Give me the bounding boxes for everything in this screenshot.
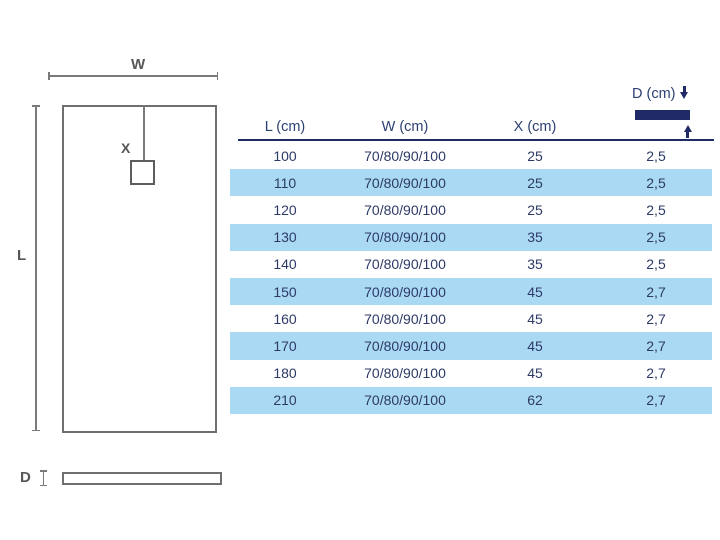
cell-length: 140 <box>273 256 297 273</box>
table-row: 150 70/80/90/100 45 2,7 <box>230 277 712 306</box>
cell-drain-offset: 25 <box>527 147 543 164</box>
cell-depth: 2,5 <box>646 229 666 246</box>
drain-square <box>130 160 155 185</box>
drain-offset-line <box>143 105 145 173</box>
width-dim-line <box>48 71 218 80</box>
cell-width: 70/80/90/100 <box>364 337 446 354</box>
arrow-up-icon <box>683 125 692 138</box>
cell-drain-offset: 25 <box>527 201 543 218</box>
cell-width: 70/80/90/100 <box>364 310 446 327</box>
cell-depth: 2,5 <box>646 201 666 218</box>
cell-drain-offset: 25 <box>527 174 543 191</box>
dim-tick <box>216 71 218 80</box>
cell-drain-offset: 45 <box>527 310 543 327</box>
cell-depth: 2,7 <box>646 310 666 327</box>
dim-tick <box>31 429 40 431</box>
cell-length: 120 <box>273 201 297 218</box>
cell-width: 70/80/90/100 <box>364 174 446 191</box>
tray-side-view-rect <box>62 472 222 485</box>
cell-drain-offset: 62 <box>527 392 543 409</box>
table-row: 170 70/80/90/100 45 2,7 <box>230 332 712 360</box>
width-dim-label: W <box>131 56 146 73</box>
header-depth: D (cm) <box>632 86 689 102</box>
table-row: 180 70/80/90/100 45 2,7 <box>230 359 712 387</box>
header-length: L (cm) <box>264 119 306 135</box>
table-row: 210 70/80/90/100 62 2,7 <box>230 386 712 414</box>
dim-tick <box>31 105 40 107</box>
cell-depth: 2,7 <box>646 392 666 409</box>
cell-width: 70/80/90/100 <box>364 365 446 382</box>
cell-depth: 2,7 <box>646 365 666 382</box>
cell-width: 70/80/90/100 <box>364 256 446 273</box>
table-row: 110 70/80/90/100 25 2,5 <box>230 169 712 197</box>
cell-length: 160 <box>273 310 297 327</box>
header-depth-label: D (cm) <box>632 86 676 102</box>
cell-depth: 2,5 <box>646 256 666 273</box>
header-depth-spacer <box>600 135 712 138</box>
cell-length: 210 <box>273 392 297 409</box>
cell-length: 150 <box>273 283 297 300</box>
table-row: 100 70/80/90/100 25 2,5 <box>230 142 712 170</box>
size-table: L (cm) W (cm) X (cm) D (cm) 100 70/80/90/… <box>230 0 714 540</box>
header-width: W (cm) <box>381 119 429 135</box>
cell-width: 70/80/90/100 <box>364 392 446 409</box>
cell-width: 70/80/90/100 <box>364 283 446 300</box>
cell-width: 70/80/90/100 <box>364 147 446 164</box>
cell-width: 70/80/90/100 <box>364 229 446 246</box>
cell-width: 70/80/90/100 <box>364 201 446 218</box>
header-underline <box>238 139 714 141</box>
cell-depth: 2,5 <box>646 174 666 191</box>
dim-tick <box>48 71 50 80</box>
table-row: 130 70/80/90/100 35 2,5 <box>230 223 712 251</box>
size-table-body: 100 70/80/90/100 25 2,5 110 70/80/90/100 25 2,5… <box>230 142 712 414</box>
cell-drain-offset: 45 <box>527 365 543 382</box>
cell-drain-offset: 35 <box>527 229 543 246</box>
depth-dim-tick <box>40 470 47 486</box>
arrow-down-icon <box>680 86 689 99</box>
cell-drain-offset: 45 <box>527 337 543 354</box>
header-drain-offset: X (cm) <box>513 119 557 135</box>
size-table-header: L (cm) W (cm) X (cm) <box>230 112 712 138</box>
table-row: 120 70/80/90/100 25 2,5 <box>230 196 712 224</box>
depth-dim-label: D <box>20 469 31 486</box>
cell-drain-offset: 45 <box>527 283 543 300</box>
cell-depth: 2,7 <box>646 283 666 300</box>
length-dim-label: L <box>17 247 27 264</box>
drain-dim-label: X <box>121 140 131 156</box>
tray-top-view-rect <box>62 105 217 433</box>
table-row: 160 70/80/90/100 45 2,7 <box>230 305 712 333</box>
cell-length: 110 <box>273 174 297 191</box>
cell-length: 180 <box>273 365 297 382</box>
cell-length: 130 <box>273 229 297 246</box>
table-row: 140 70/80/90/100 35 2,5 <box>230 250 712 278</box>
cell-depth: 2,7 <box>646 337 666 354</box>
length-dim-line <box>31 105 40 431</box>
cell-length: 170 <box>273 337 297 354</box>
cell-length: 100 <box>273 147 297 164</box>
cell-depth: 2,5 <box>646 147 666 164</box>
cell-drain-offset: 35 <box>527 256 543 273</box>
depth-thickness-bar <box>635 110 690 120</box>
